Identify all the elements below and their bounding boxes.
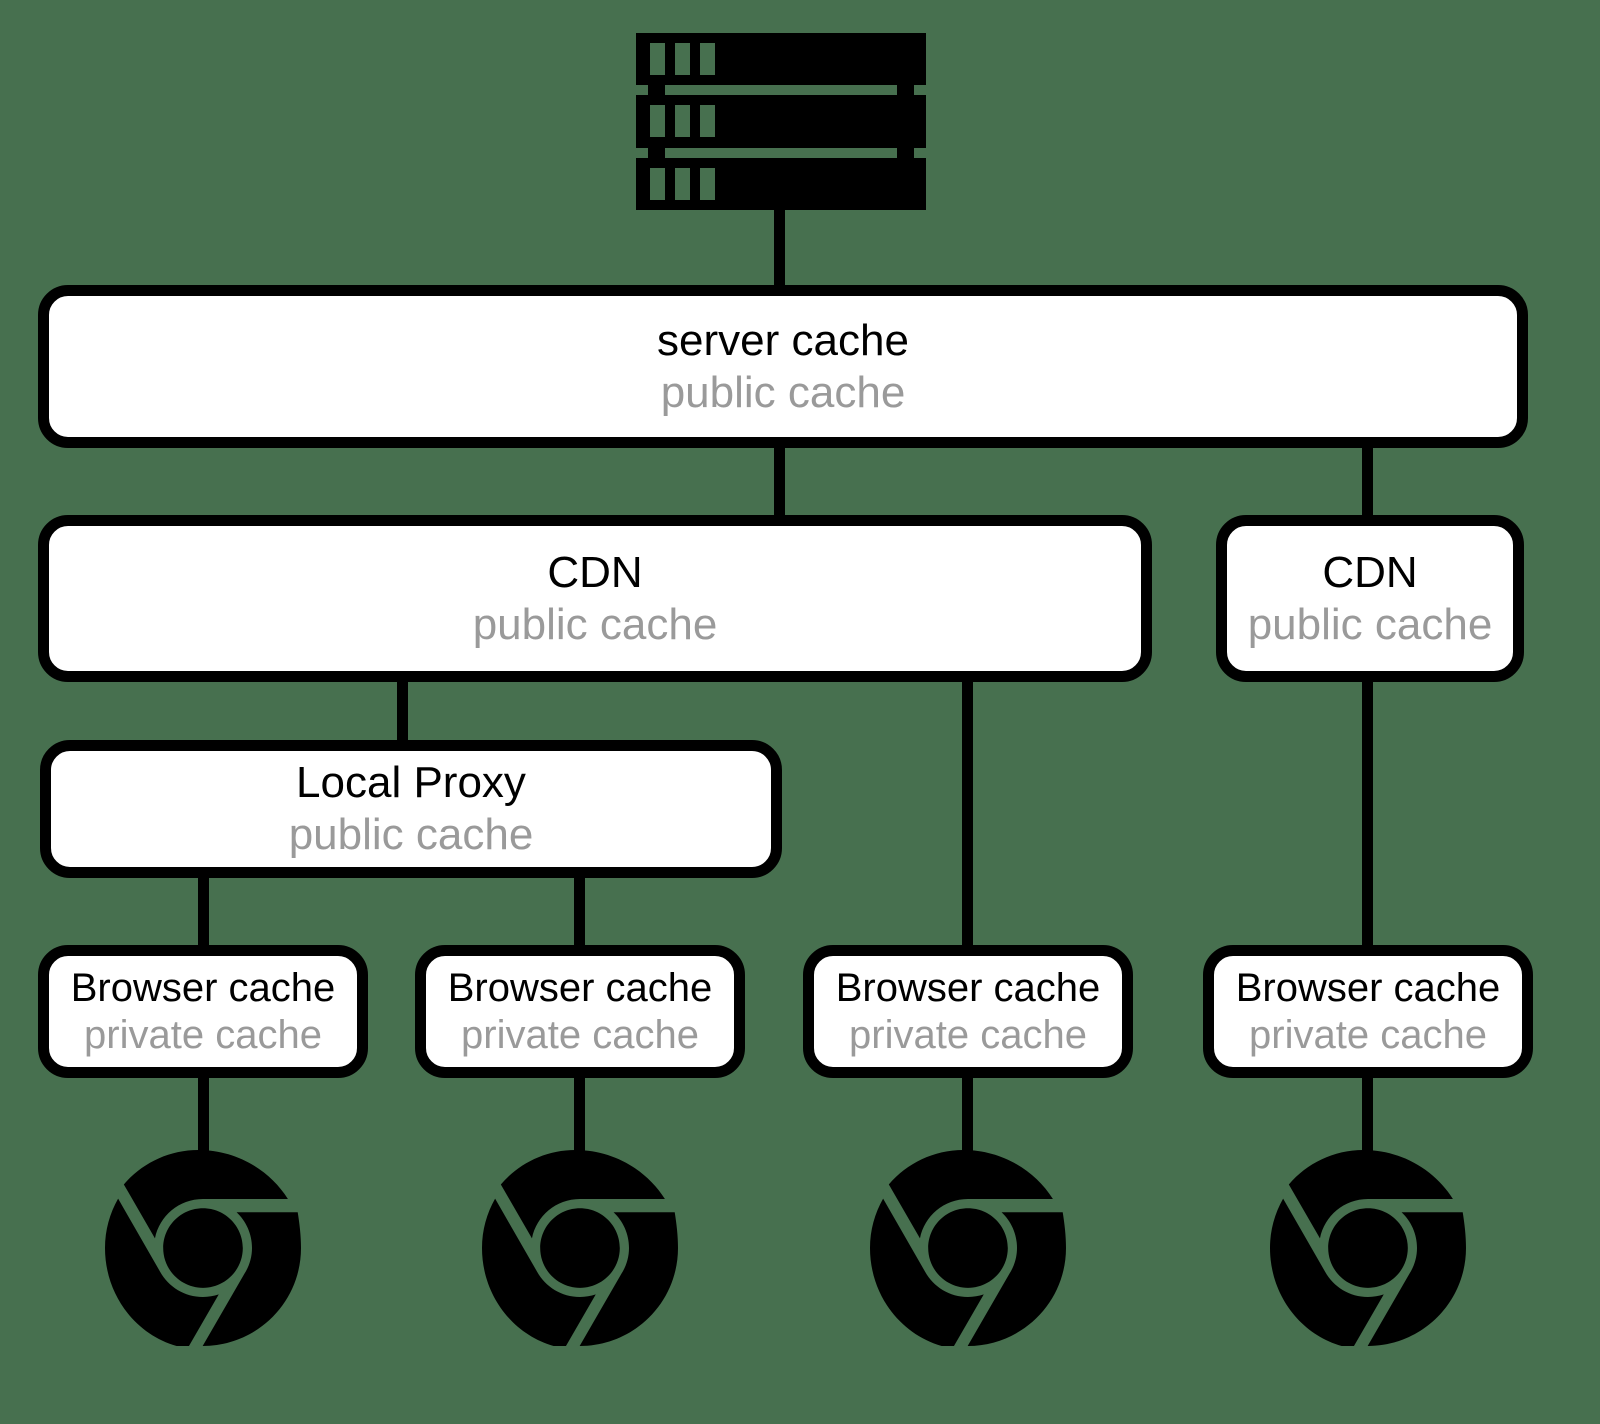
connector-cdn-main-to-localproxy bbox=[397, 678, 408, 745]
connector-server-to-servercache bbox=[774, 205, 785, 290]
node-local-proxy: Local Proxy public cache bbox=[40, 740, 782, 878]
connector-browser3-to-client3 bbox=[962, 1073, 973, 1155]
connector-browser1-to-client1 bbox=[198, 1073, 209, 1155]
node-title: Browser cache bbox=[835, 965, 1101, 1010]
connector-localproxy-to-browser1 bbox=[198, 873, 209, 950]
node-browser-cache-1: Browser cache private cache bbox=[38, 945, 368, 1078]
node-title: server cache bbox=[657, 315, 909, 365]
node-subtitle: private cache bbox=[461, 1012, 699, 1057]
node-subtitle: public cache bbox=[1247, 599, 1493, 649]
node-browser-cache-4: Browser cache private cache bbox=[1203, 945, 1533, 1078]
node-subtitle: public cache bbox=[660, 367, 906, 417]
chrome-browser-icon bbox=[482, 1150, 678, 1346]
connector-localproxy-to-browser2 bbox=[574, 873, 585, 950]
node-cdn-main: CDN public cache bbox=[38, 515, 1152, 682]
node-subtitle: private cache bbox=[849, 1012, 1087, 1057]
node-subtitle: public cache bbox=[472, 599, 718, 649]
connector-browser4-to-client4 bbox=[1362, 1073, 1373, 1155]
node-title: Browser cache bbox=[447, 965, 713, 1010]
node-subtitle: private cache bbox=[84, 1012, 322, 1057]
node-title: Browser cache bbox=[70, 965, 336, 1010]
node-title: Local Proxy bbox=[296, 758, 526, 807]
node-subtitle: private cache bbox=[1249, 1012, 1487, 1057]
node-browser-cache-3: Browser cache private cache bbox=[803, 945, 1133, 1078]
connector-cdn-main-to-browser3 bbox=[962, 678, 973, 950]
connector-servercache-to-cdn-main bbox=[774, 445, 785, 520]
node-browser-cache-2: Browser cache private cache bbox=[415, 945, 745, 1078]
connector-cdn-side-to-browser4 bbox=[1362, 678, 1373, 950]
server-icon bbox=[636, 33, 926, 210]
chrome-browser-icon bbox=[105, 1150, 301, 1346]
chrome-browser-icon bbox=[1270, 1150, 1466, 1346]
node-title: Browser cache bbox=[1235, 965, 1501, 1010]
node-title: CDN bbox=[1322, 547, 1418, 597]
node-server-cache: server cache public cache bbox=[38, 285, 1528, 448]
node-cdn-side: CDN public cache bbox=[1216, 515, 1524, 682]
node-subtitle: public cache bbox=[288, 810, 534, 859]
connector-servercache-to-cdn-side bbox=[1362, 445, 1373, 520]
node-title: CDN bbox=[547, 547, 643, 597]
chrome-browser-icon bbox=[870, 1150, 1066, 1346]
connector-browser2-to-client2 bbox=[574, 1073, 585, 1155]
